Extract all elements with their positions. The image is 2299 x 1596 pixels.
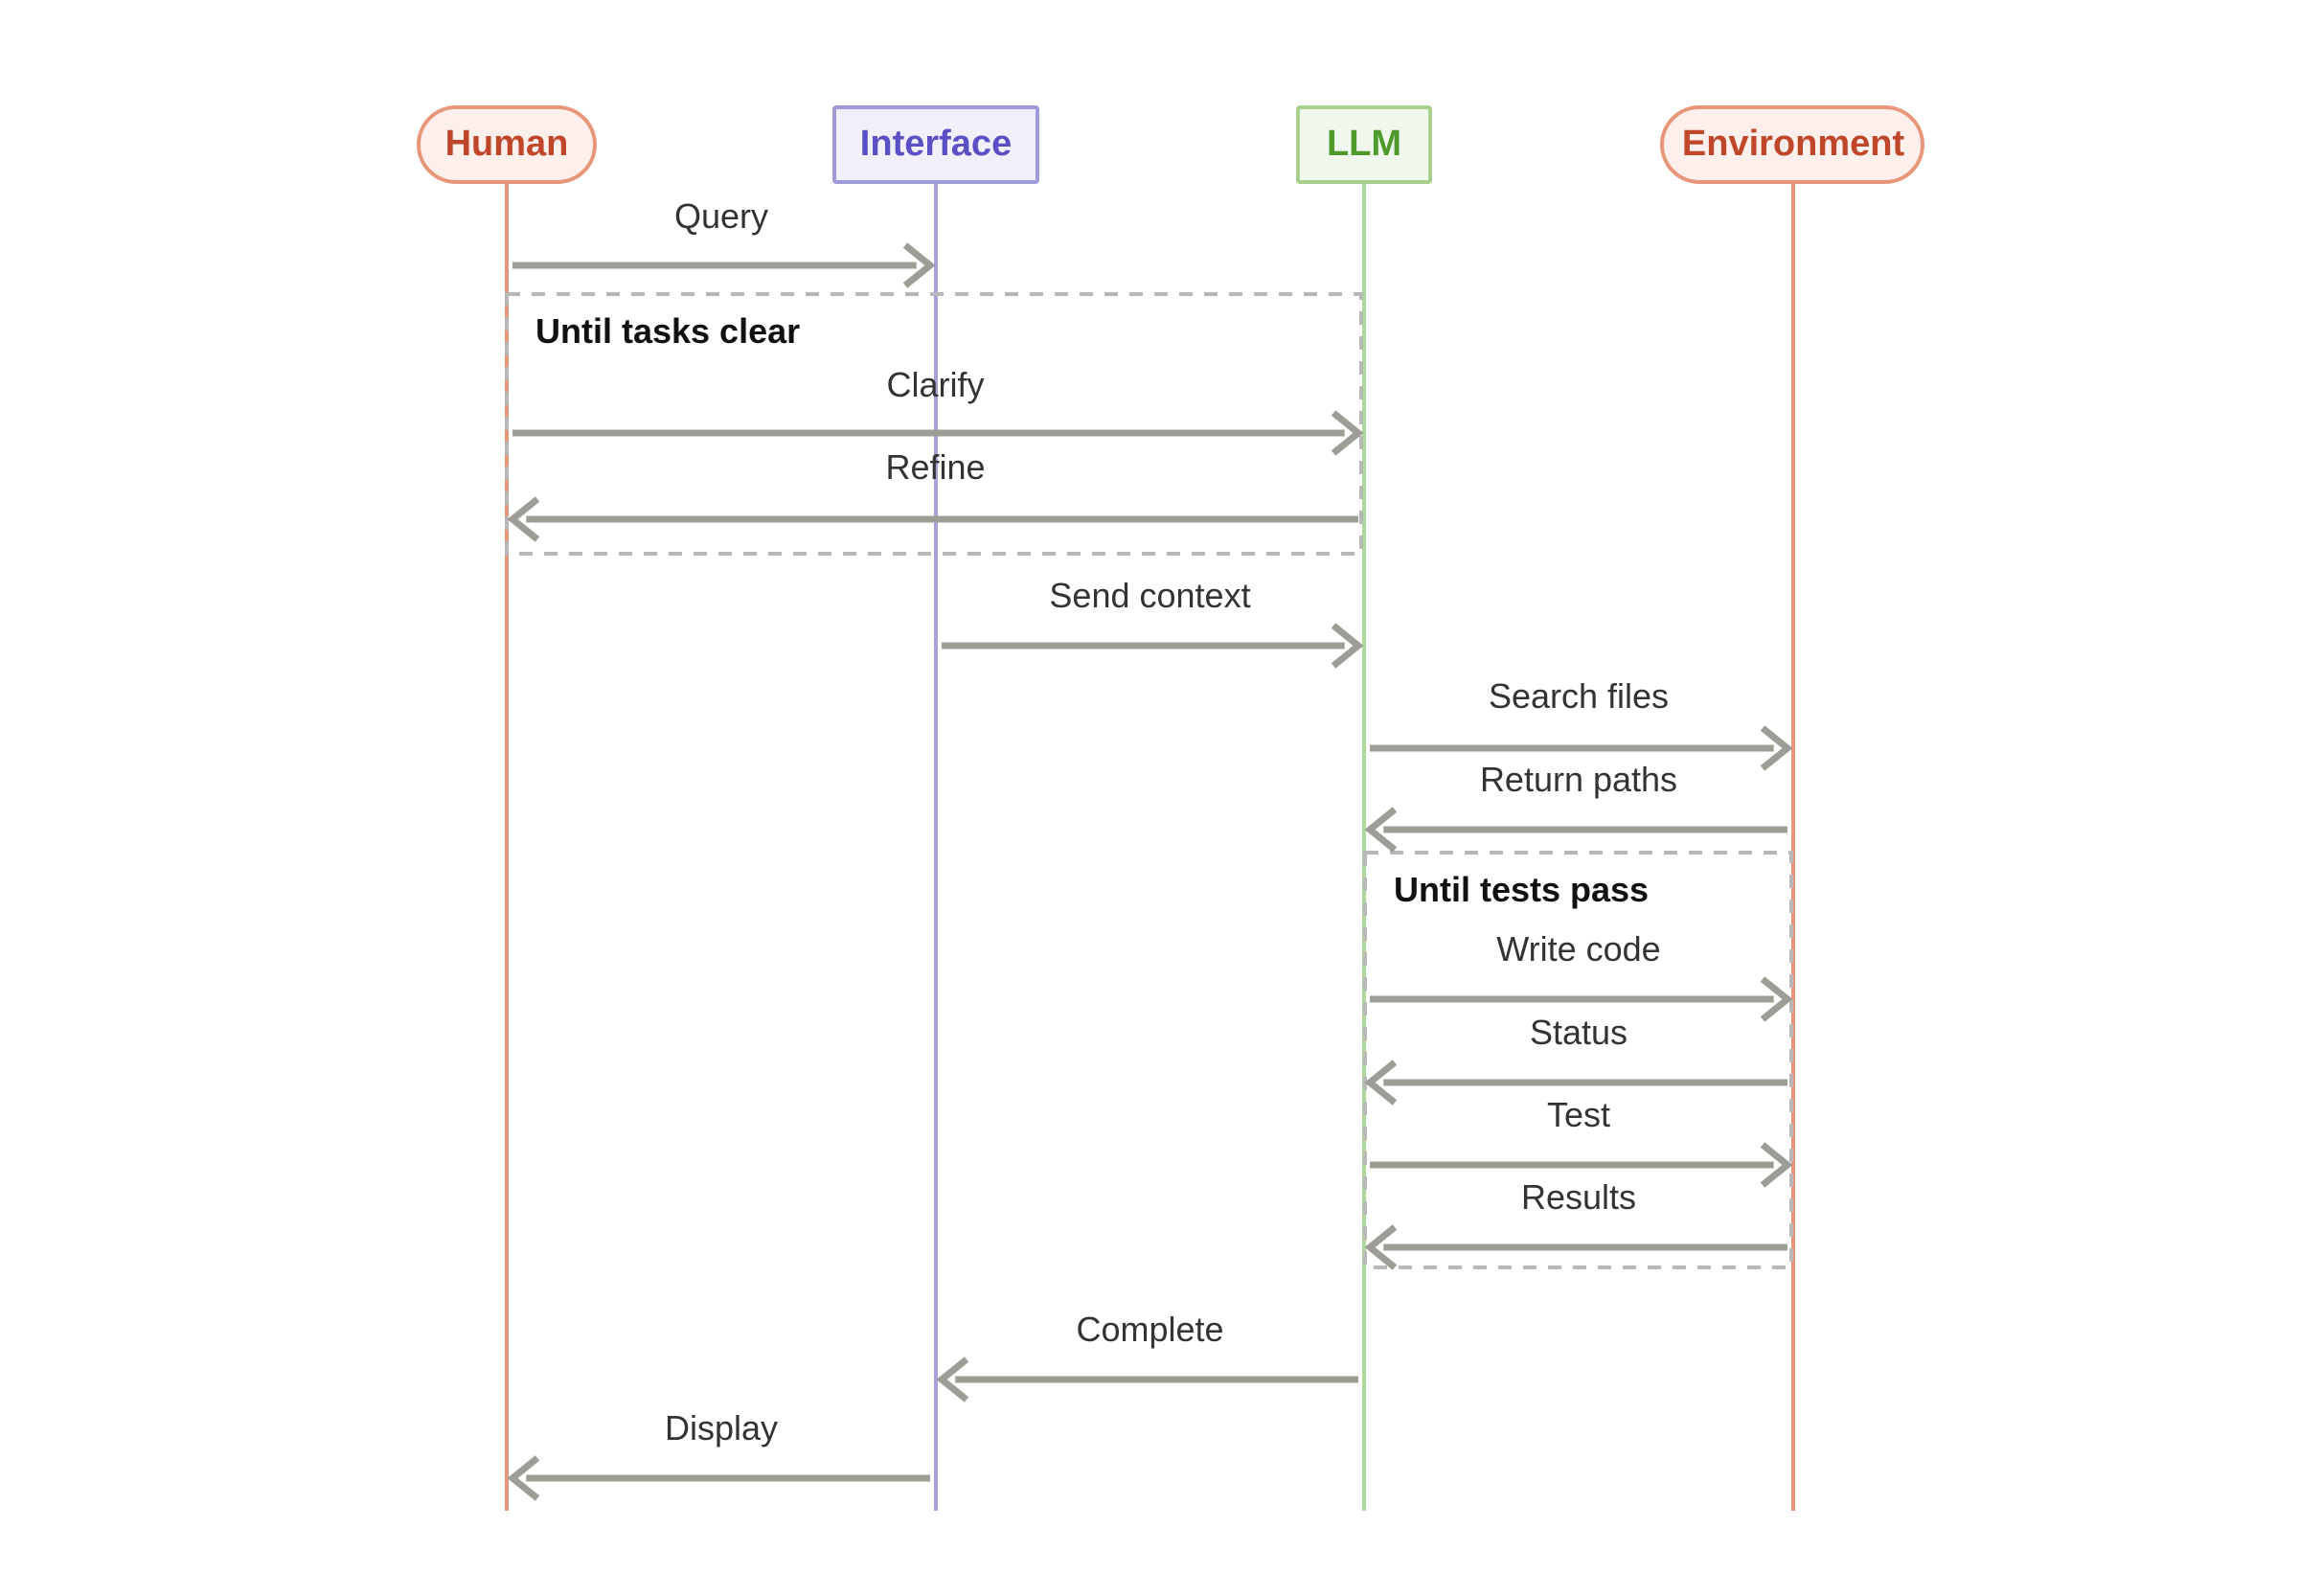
message-search-files: Search files: [1370, 676, 1793, 771]
participant-environment[interactable]: Environment: [1660, 105, 1924, 184]
message-label-complete: Complete: [1076, 1310, 1223, 1349]
loop-box-until-tests-pass: [1363, 851, 1793, 1269]
loop-box-until-tasks-clear: [505, 292, 1363, 556]
arrowhead-icon-query: [902, 242, 936, 288]
arrowhead-icon-send-context: [1331, 623, 1364, 669]
message-label-write-code: Write code: [1496, 929, 1660, 969]
message-results: Results: [1364, 1177, 1787, 1270]
loop-label-until-tasks-clear: Until tasks clear: [535, 311, 800, 351]
participant-box-interface[interactable]: [832, 105, 1039, 184]
arrowhead-icon-display: [507, 1455, 540, 1501]
participant-label-environment: Environment: [1682, 124, 1905, 164]
message-return-paths: Return paths: [1364, 760, 1787, 853]
arrowhead-icon-search-files: [1760, 725, 1793, 771]
message-send-context: Send context: [942, 576, 1364, 669]
arrowhead-icon-complete: [936, 1357, 969, 1402]
message-label-results: Results: [1521, 1177, 1636, 1217]
lifelines-layer: [505, 182, 1795, 1511]
participant-llm[interactable]: LLM: [1296, 105, 1432, 184]
participant-label-interface: Interface: [860, 124, 1012, 164]
message-write-code: Write code: [1370, 929, 1793, 1022]
message-clarify: Clarify: [512, 365, 1364, 456]
message-label-query: Query: [674, 196, 768, 236]
message-display: Display: [507, 1408, 930, 1501]
participant-label-human: Human: [445, 124, 569, 164]
arrowhead-icon-return-paths: [1364, 807, 1398, 853]
participant-interface[interactable]: Interface: [832, 105, 1039, 184]
arrowhead-icon-clarify: [1331, 410, 1364, 456]
message-label-return-paths: Return paths: [1480, 760, 1677, 799]
message-refine: Refine: [507, 447, 1358, 542]
message-complete: Complete: [936, 1310, 1358, 1402]
participant-box-llm[interactable]: [1296, 105, 1432, 184]
message-status: Status: [1364, 1013, 1787, 1106]
participant-human[interactable]: Human: [417, 105, 597, 184]
message-label-clarify: Clarify: [886, 365, 984, 404]
message-query: Query: [512, 196, 936, 288]
message-label-send-context: Send context: [1049, 576, 1250, 615]
participants-layer: Human Interface LLM Environment: [417, 105, 1924, 184]
message-label-test: Test: [1547, 1095, 1610, 1134]
arrowhead-icon-results: [1364, 1224, 1398, 1270]
arrowhead-icon-refine: [507, 496, 540, 542]
arrowhead-icon-test: [1760, 1142, 1793, 1188]
message-label-status: Status: [1530, 1013, 1628, 1052]
message-label-display: Display: [665, 1408, 778, 1448]
participant-box-human[interactable]: [417, 105, 597, 184]
participant-box-environment[interactable]: [1660, 105, 1924, 184]
message-label-refine: Refine: [885, 447, 985, 487]
message-test: Test: [1370, 1095, 1793, 1188]
arrowhead-icon-status: [1364, 1060, 1398, 1106]
loop-label-until-tests-pass: Until tests pass: [1394, 870, 1649, 909]
message-label-search-files: Search files: [1489, 676, 1669, 716]
participant-label-llm: LLM: [1327, 124, 1401, 164]
arrowhead-icon-write-code: [1760, 976, 1793, 1022]
